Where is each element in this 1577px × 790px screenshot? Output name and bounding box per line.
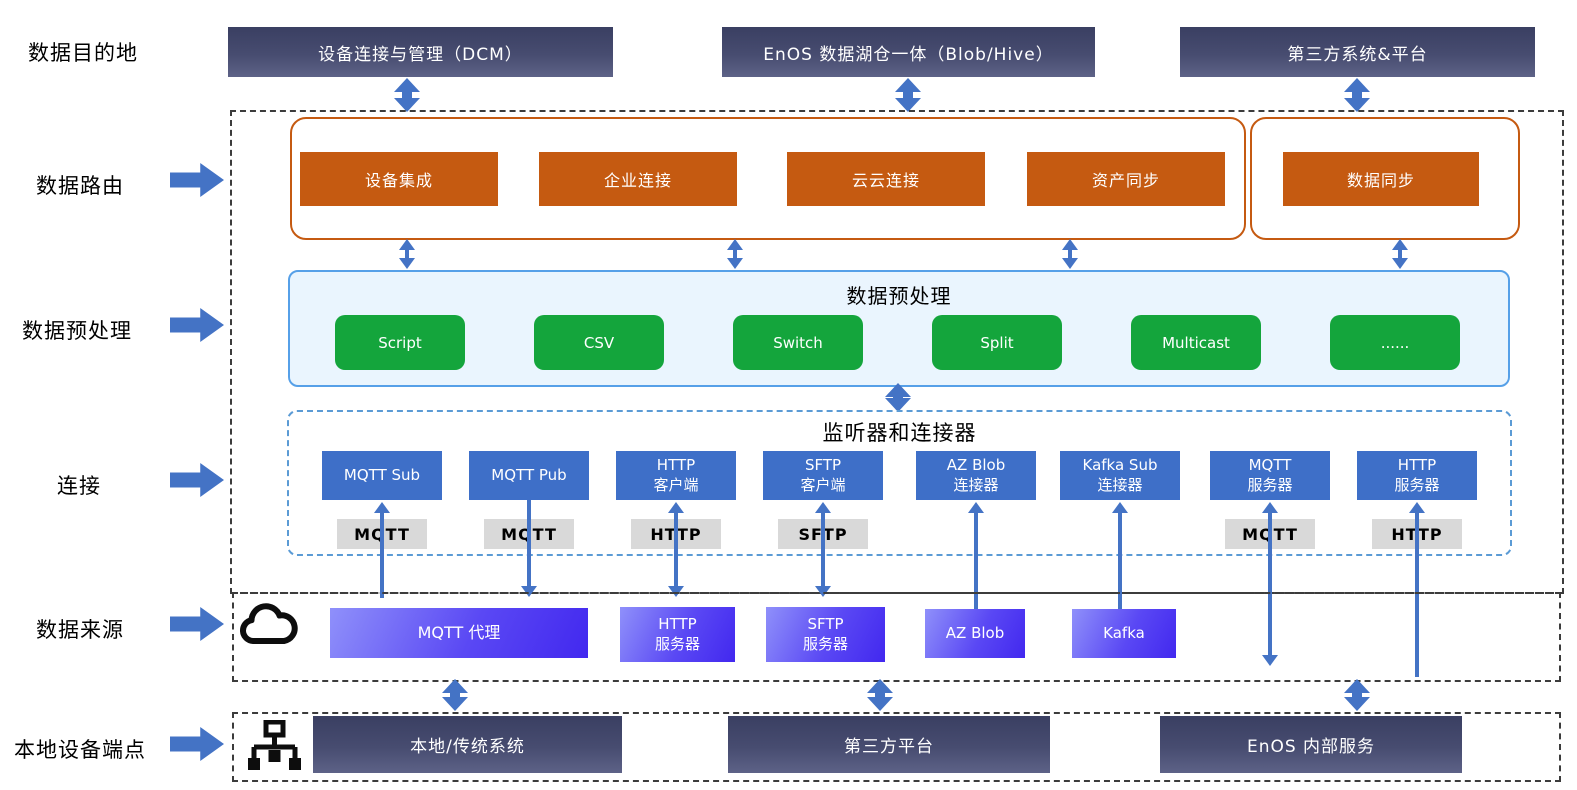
arrow-sources-endpoints-1: [450, 692, 460, 698]
preprocess-box-split: Split: [932, 315, 1062, 370]
connector-box-kafka-sub-connector: Kafka Sub 连接器: [1060, 451, 1180, 500]
row-label-local-device-endpoint: 本地设备端点: [14, 738, 146, 762]
routing-box-enterprise-connect: 企业连接: [539, 152, 737, 206]
arrow-mqtt-server-devices: [1268, 512, 1272, 656]
routing-box-cloud-to-cloud: 云云连接: [787, 152, 985, 206]
arrow-dcm-routing: [402, 91, 412, 99]
source-box-http-server: HTTP 服务器: [620, 607, 735, 662]
connector-box-mqtt-pub: MQTT Pub: [469, 451, 589, 500]
source-row-arrow-icon: [170, 607, 224, 641]
listeners-title: 监听器和连接器: [822, 421, 977, 445]
connection-row-arrow-icon: [170, 463, 224, 497]
preprocess-box-csv: CSV: [534, 315, 664, 370]
source-box-mqtt-broker: MQTT 代理: [330, 608, 588, 658]
arrow-routing-preprocess-4: [1398, 249, 1402, 259]
arrow-http-client-server: [674, 512, 678, 587]
row-label-connection: 连接: [57, 474, 101, 498]
arrow-kafka-to-connector: [1118, 512, 1122, 610]
connector-box-http-server: HTTP 服务器: [1357, 451, 1477, 500]
row-label-data-source: 数据来源: [36, 618, 124, 642]
destination-box-enos-lakehouse: EnOS 数据湖仓一体（Blob/Hive）: [722, 27, 1095, 77]
arrow-preprocess-listeners: [893, 396, 903, 399]
endpoint-box-local-legacy: 本地/传统系统: [313, 716, 622, 773]
destination-box-dcm: 设备连接与管理（DCM）: [228, 27, 613, 77]
arrow-mqtt-pub-to-broker: [527, 500, 531, 587]
arrow-broker-to-mqtt-sub: [380, 512, 384, 598]
endpoint-box-thirdparty: 第三方平台: [728, 716, 1050, 773]
connector-box-mqtt-server: MQTT 服务器: [1210, 451, 1330, 500]
arrow-sources-endpoints-2: [875, 692, 885, 698]
preprocessing-title: 数据预处理: [846, 284, 952, 308]
endpoint-row-arrow-icon: [170, 727, 224, 761]
connector-box-azblob-connector: AZ Blob 连接器: [916, 451, 1036, 500]
network-tree-icon: [246, 719, 302, 776]
source-box-sftp-server: SFTP 服务器: [766, 607, 885, 662]
arrow-sftp-client-server: [821, 512, 825, 587]
arrow-http-server-devices: [1415, 512, 1419, 677]
routing-row-arrow-icon: [170, 163, 224, 197]
endpoint-box-enos-internal: EnOS 内部服务: [1160, 716, 1462, 773]
source-box-az-blob: AZ Blob: [925, 609, 1025, 658]
row-label-data-destination: 数据目的地: [28, 41, 138, 65]
arrow-thirdparty-routing: [1352, 91, 1362, 99]
row-label-data-preprocessing: 数据预处理: [22, 319, 132, 343]
arrow-routing-preprocess-1: [405, 249, 409, 259]
arrow-routing-preprocess-2: [733, 249, 737, 259]
connector-box-sftp-client: SFTP 客户端: [763, 451, 883, 500]
routing-box-device-integration: 设备集成: [300, 152, 498, 206]
preprocess-box-switch: Switch: [733, 315, 863, 370]
sources-dashed-container: [232, 592, 1561, 682]
connector-box-mqtt-sub: MQTT Sub: [322, 451, 442, 500]
preprocessing-row-arrow-icon: [170, 308, 224, 342]
routing-box-asset-sync: 资产同步: [1027, 152, 1225, 206]
preprocessing-container: 数据预处理: [288, 270, 1510, 387]
source-box-kafka: Kafka: [1072, 609, 1176, 658]
arrow-sources-endpoints-3: [1352, 692, 1362, 698]
preprocess-box-more: ......: [1330, 315, 1460, 370]
arrow-azblob-to-connector: [974, 512, 978, 610]
destination-box-thirdparty-platform: 第三方系统&平台: [1180, 27, 1535, 77]
preprocess-box-multicast: Multicast: [1131, 315, 1261, 370]
cloud-icon: [236, 595, 302, 657]
routing-box-data-sync: 数据同步: [1283, 152, 1479, 206]
endpoints-dashed-container: [232, 712, 1561, 782]
arrow-routing-preprocess-3: [1068, 249, 1072, 259]
row-label-data-routing: 数据路由: [36, 174, 124, 198]
connector-box-http-client: HTTP 客户端: [616, 451, 736, 500]
arrow-enos-routing: [903, 91, 913, 99]
preprocess-box-script: Script: [335, 315, 465, 370]
